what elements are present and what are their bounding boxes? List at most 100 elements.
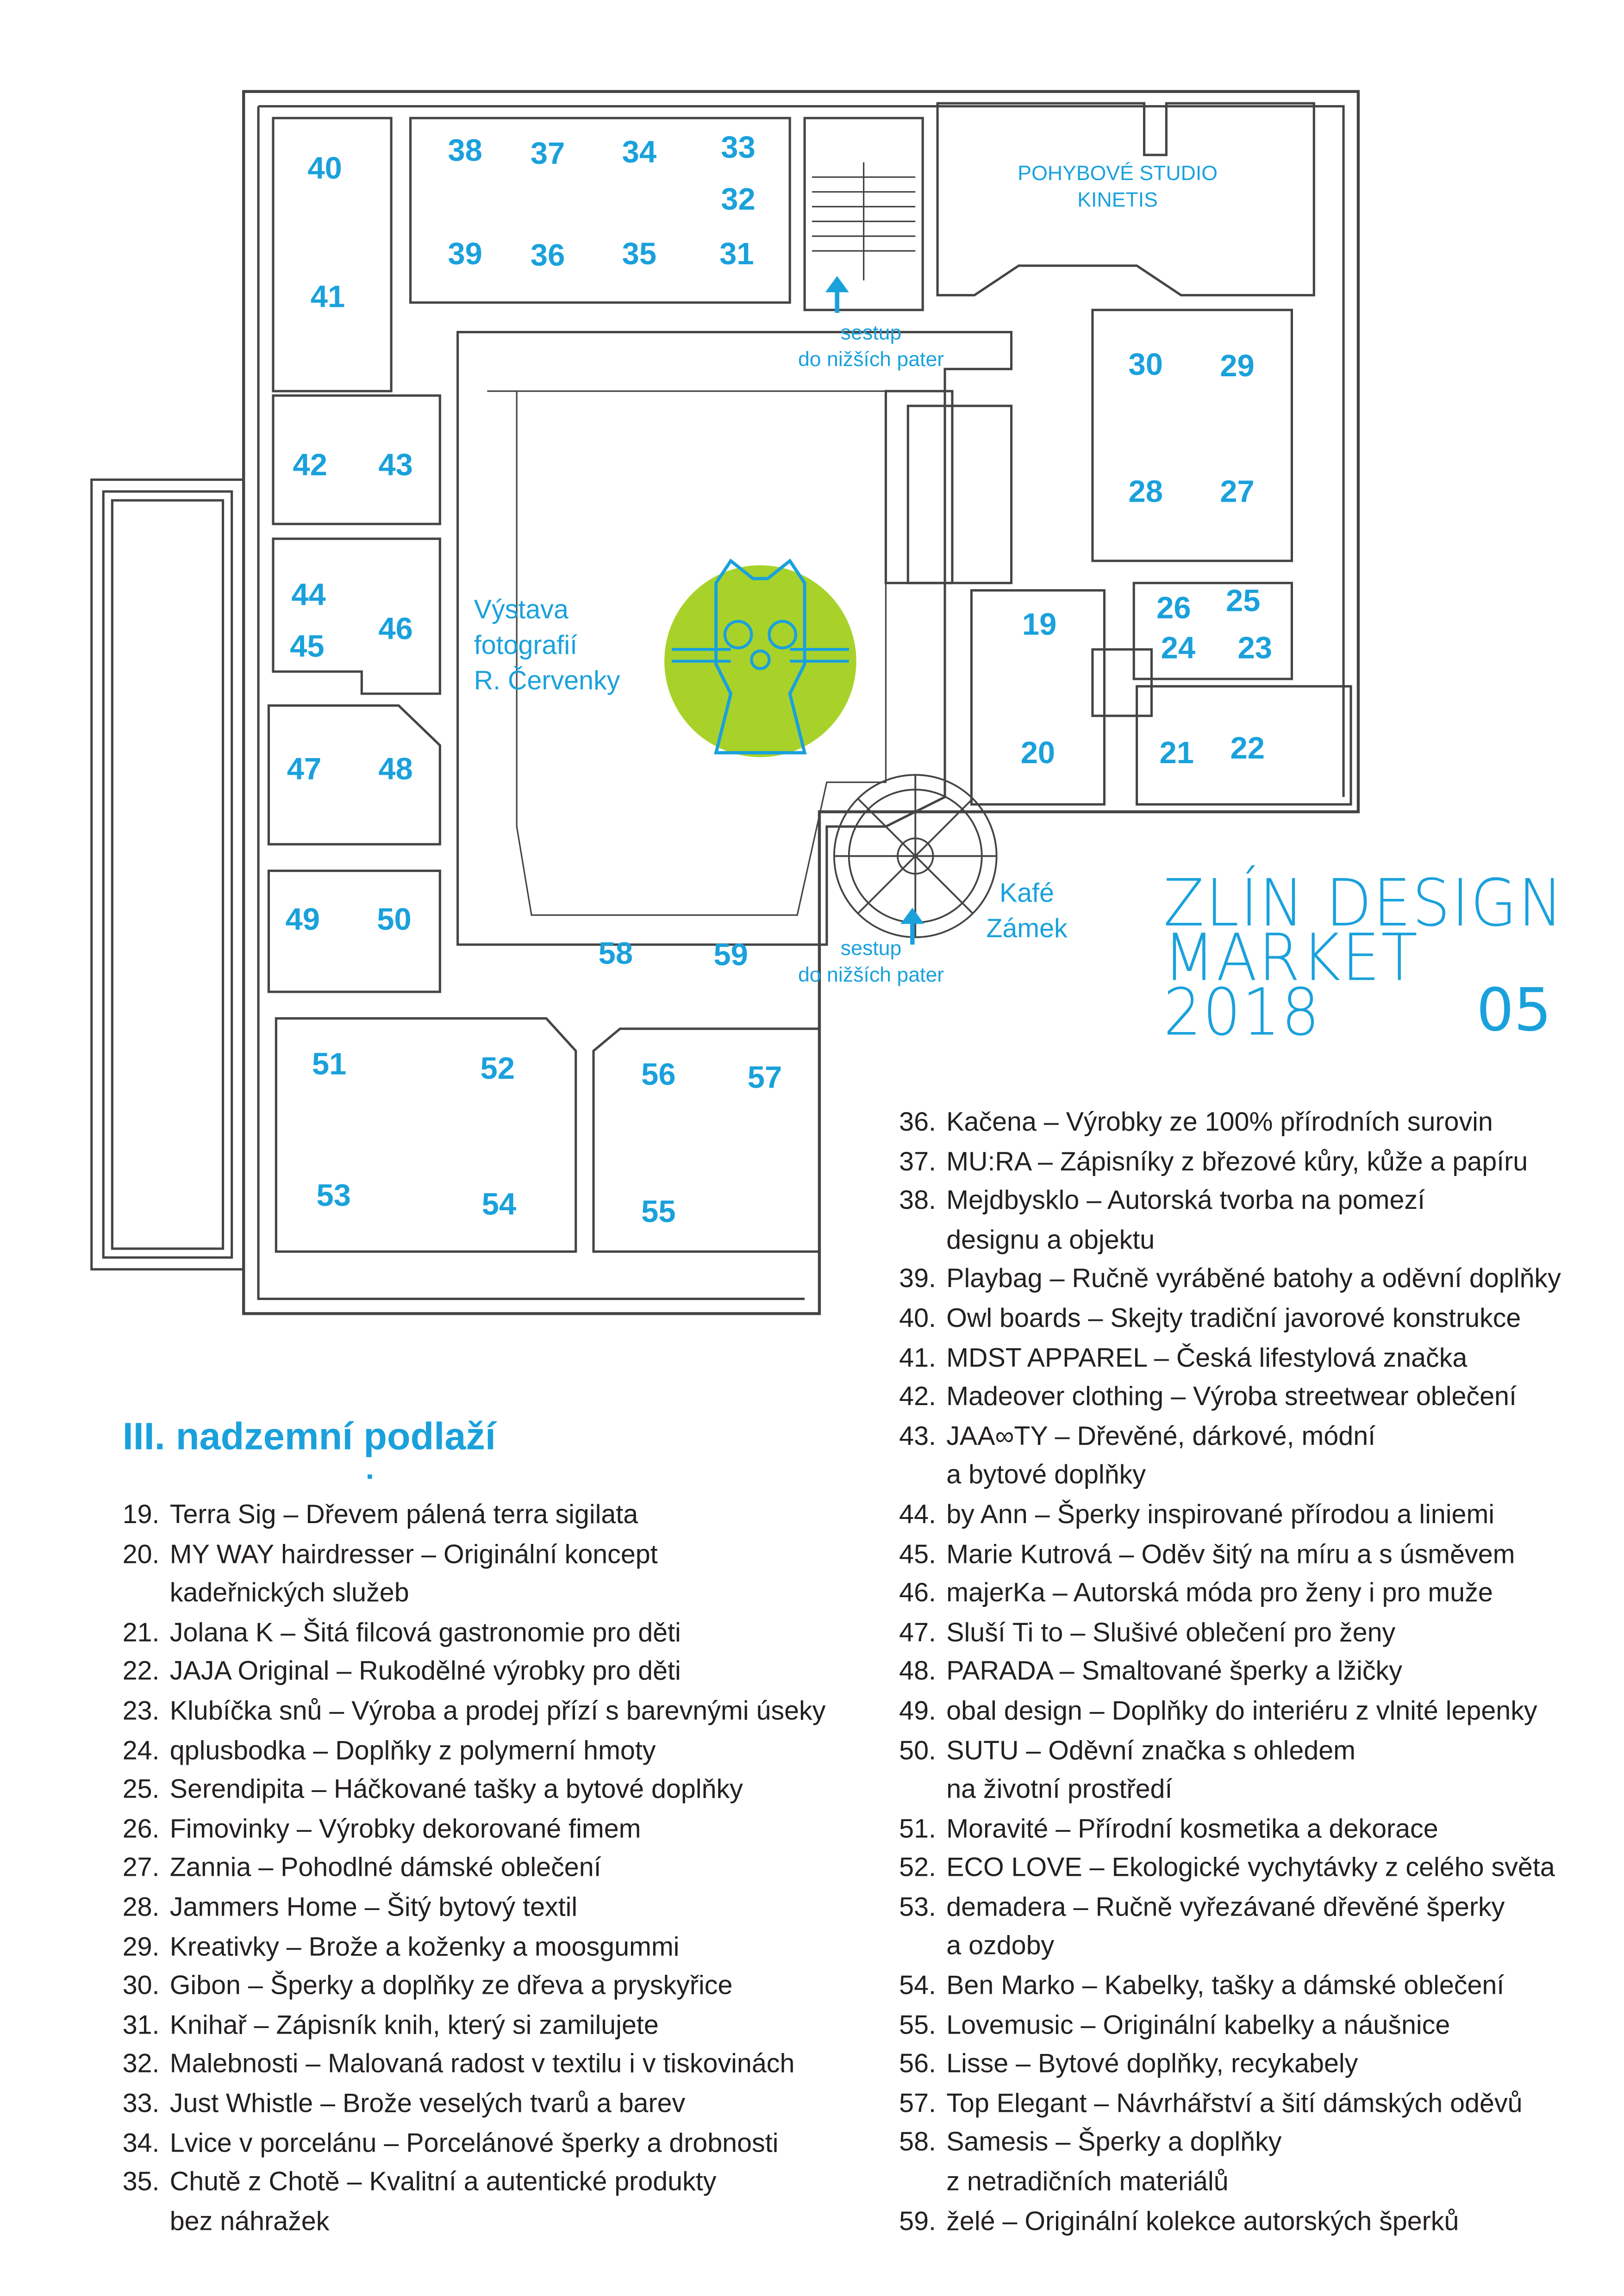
exhibitor-number: 59. <box>899 2206 936 2236</box>
exhibitor-number: 44. <box>899 1499 936 1529</box>
spiral-staircase <box>833 774 998 938</box>
exhibitor-text: Lvice v porcelánu – Porcelánové šperky a… <box>169 2128 779 2157</box>
room-number-21: 21 <box>1159 736 1194 771</box>
room-number-25: 25 <box>1225 584 1261 619</box>
exhibitor-text: želé – Originální kolekce autorských špe… <box>946 2206 1459 2236</box>
exhibitor-text: Jammers Home – Šitý bytový textil <box>169 1892 578 1922</box>
exhibitor-item: 20. MY WAY hairdresser – Originální konce… <box>123 1534 826 1613</box>
room-number-56: 56 <box>641 1058 676 1092</box>
exhibitor-text: MY WAY hairdresser – Originální koncept <box>169 1538 658 1568</box>
exhibitor-text: demadera – Ručně vyřezávané dřevěné šper… <box>946 1892 1505 1922</box>
event-title: ZLÍN DESIGN MARKET 2018 <box>1163 866 1599 1051</box>
cat-logo <box>664 558 856 758</box>
exhibitor-text: Fimovinky – Výrobky dekorované fimem <box>169 1813 641 1843</box>
exhibitor-text-continued: z netradičních materiálů <box>946 2166 1229 2196</box>
room-number-22: 22 <box>1230 732 1265 766</box>
decorative-dot <box>368 1474 372 1479</box>
exhibitor-item: 40.Owl boards – Skejty tradiční javorové… <box>899 1299 1561 1338</box>
event-title-line-1: ZLÍN DESIGN <box>1163 866 1564 942</box>
exhibitor-item: 26.Fimovinky – Výrobky dekorované fimem <box>123 1809 826 1848</box>
exhibitor-text-continued: kadeřnických služeb <box>169 1578 409 1608</box>
exhibitor-number: 54. <box>899 1970 936 2000</box>
exhibition-label: Výstava fotografií R. Červenky <box>474 595 620 696</box>
exhibitor-number: 29. <box>122 1931 160 1961</box>
event-title-line-2: MARKET <box>1163 921 1419 996</box>
exhibitor-item: 38.Mejdbysklo – Autorská tvorba na pomez… <box>899 1181 1561 1260</box>
exhibitor-item: 47.Sluší Ti to – Slušivé oblečení pro že… <box>899 1613 1561 1652</box>
exhibitor-item: 51.Moravité – Přírodní kosmetika a dekor… <box>899 1809 1561 1848</box>
exhibitor-text: Lovemusic – Originální kabelky a náušnic… <box>946 2010 1450 2040</box>
exhibitor-number: 35. <box>122 2166 160 2196</box>
exhibitor-number: 28. <box>122 1892 160 1922</box>
exhibitor-number: 30. <box>122 1970 160 2000</box>
exhibitor-text: Jolana K – Šitá filcová gastronomie pro … <box>169 1617 681 1647</box>
exhibitor-text: JAJA Original – Rukodělné výrobky pro dě… <box>169 1656 681 1686</box>
exhibitor-text-continued: a ozdoby <box>946 1931 1055 1961</box>
exhibitor-item: 54. Ben Marko – Kabelky, tašky a dámské o… <box>899 1966 1561 2005</box>
exhibitor-number: 50. <box>899 1735 936 1765</box>
room-number-41: 41 <box>310 280 345 315</box>
exhibitor-text: Just Whistle – Brože veselých tvarů a ba… <box>169 2088 686 2118</box>
exhibitor-item: 45.Marie Kutrová – Oděv šitý na míru a s… <box>899 1534 1561 1574</box>
exhibitor-number: 25. <box>122 1774 160 1804</box>
exhibitor-number: 39. <box>899 1264 936 1294</box>
room-number-33: 33 <box>721 131 756 166</box>
stairs-down-label-bottom: sestup do nižších pater <box>798 935 944 986</box>
exhibitor-number: 57. <box>899 2088 936 2118</box>
exhibitor-item: 21.Jolana K – Šitá filcová gastronomie p… <box>123 1613 826 1652</box>
exhibitor-item: 48.PARADA – Smaltované šperky a lžičky <box>899 1652 1561 1692</box>
exhibitor-text: Madeover clothing – Výroba streetwear ob… <box>946 1381 1517 1412</box>
exhibitor-item: 24.qplusbodka – Doplňky z polymerní hmot… <box>123 1730 826 1770</box>
staircase <box>812 162 916 280</box>
exhibitor-item: 29.Kreativky – Brože a koženky a moosgum… <box>123 1927 826 1966</box>
exhibitor-text: qplusbodka – Doplňky z polymerní hmoty <box>169 1735 656 1765</box>
exhibitor-number: 52. <box>899 1853 936 1882</box>
exhibitor-text: Malebnosti – Malovaná radost v textilu i… <box>169 2049 795 2079</box>
exhibitor-text: Zannia – Pohodlné dámské oblečení <box>169 1853 601 1883</box>
exhibitor-text: Mejdbysklo – Autorská tvorba na pomezí <box>946 1185 1425 1215</box>
exhibitor-item: 53.demadera – Ručně vyřezávané dřevěné š… <box>899 1887 1561 1966</box>
exhibitor-text: Sluší Ti to – Slušivé oblečení pro ženy <box>946 1617 1396 1647</box>
exhibitor-number: 43. <box>899 1421 936 1451</box>
exhibitor-item: 30.Gibon – Šperky a doplňky ze dřeva a p… <box>123 1966 826 2005</box>
exhibitor-item: 27.Zannia – Pohodlné dámské oblečení <box>123 1848 826 1888</box>
exhibitor-text: JAA∞TY – Dřevěné, dárkové, módní <box>946 1421 1376 1451</box>
room-number-44: 44 <box>291 579 326 613</box>
exhibitor-item: 57.Top Elegant – Návrhářství a šití dáms… <box>899 2084 1561 2123</box>
room-number-46: 46 <box>378 612 413 647</box>
exhibitor-item: 52.ECO LOVE – Ekologické vychytávky z ce… <box>899 1848 1561 1888</box>
room-number-39: 39 <box>448 237 482 272</box>
room-number-47: 47 <box>287 753 322 787</box>
exhibitor-item: 44.by Ann – Šperky inspirované přírodou … <box>899 1495 1561 1534</box>
exhibitor-item: 34.Lvice v porcelánu – Porcelánové šperk… <box>123 2123 826 2163</box>
exhibitor-text: SUTU – Oděvní značka s ohledem <box>946 1735 1356 1765</box>
exhibitor-number: 37. <box>899 1146 936 1176</box>
exhibitor-text: MU:RA – Zápisníky z březové kůry, kůže a… <box>946 1146 1528 1176</box>
exhibitor-number: 42. <box>899 1381 936 1412</box>
building-outline <box>242 90 1360 1315</box>
room-number-26: 26 <box>1156 591 1191 626</box>
exhibitor-number: 31. <box>122 2010 160 2040</box>
exhibitor-number: 23. <box>122 1696 160 1725</box>
exhibitor-text: Knihař – Zápisník knih, který si zamiluj… <box>169 2010 659 2040</box>
exhibitor-item: 37. MU:RA – Zápisníky z březové kůry, kůž… <box>899 1142 1561 1181</box>
stairs-down-label-top: sestup do nižších pater <box>798 320 944 371</box>
exhibitor-number: 36. <box>899 1107 936 1137</box>
room-number-27: 27 <box>1220 475 1255 510</box>
exhibitor-list-left: 19.Terra Sig – Dřevem pálená terra sigil… <box>123 1495 826 2241</box>
exhibitor-item: 32.Malebnosti – Malovaná radost v textil… <box>123 2045 826 2084</box>
room-number-35: 35 <box>622 237 657 272</box>
exhibitor-text: PARADA – Smaltované šperky a lžičky <box>946 1656 1402 1686</box>
exhibitor-number: 20. <box>122 1538 160 1568</box>
event-title-line-3: 2018 <box>1163 975 1321 1051</box>
room-number-49: 49 <box>285 903 320 938</box>
exhibitor-text: Ben Marko – Kabelky, tašky a dámské oble… <box>946 1970 1505 2000</box>
rooms <box>267 102 1352 1253</box>
room-number-53: 53 <box>316 1179 351 1213</box>
exhibitor-number: 45. <box>899 1538 936 1568</box>
exhibitor-text: Playbag – Ručně vyráběné batohy a oděvní… <box>946 1264 1561 1294</box>
exhibitor-text: Samesis – Šperky a doplňky <box>946 2127 1282 2157</box>
room-number-31: 31 <box>719 237 754 272</box>
